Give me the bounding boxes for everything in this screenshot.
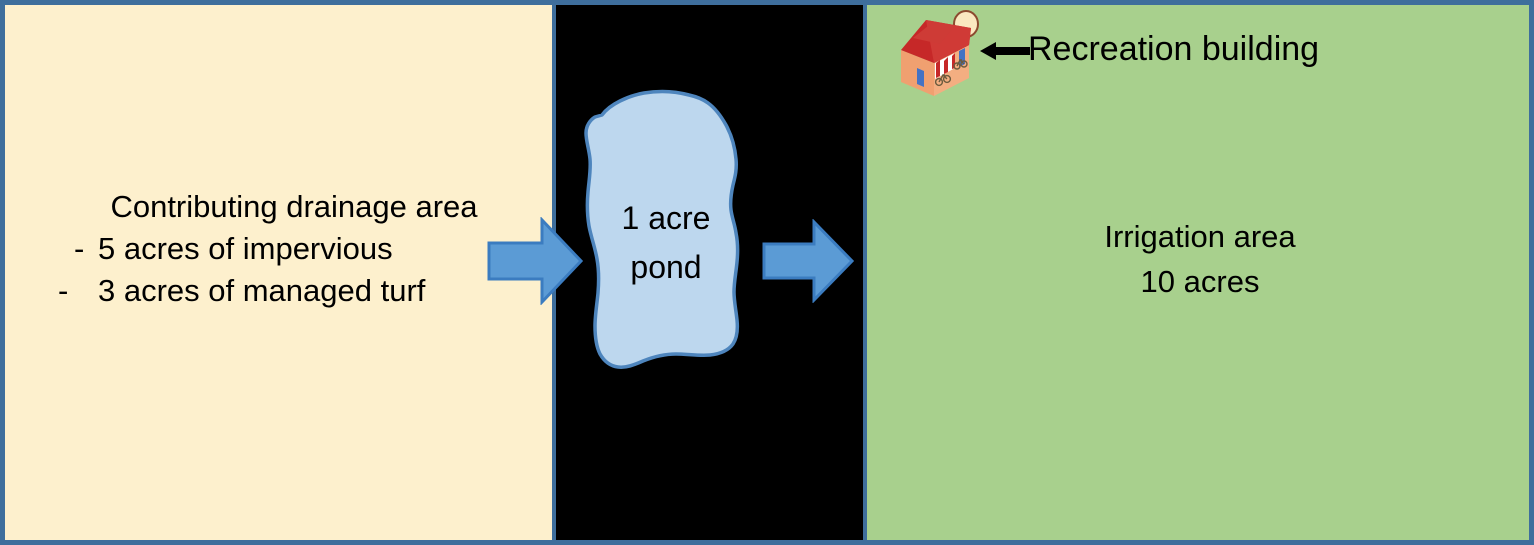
bullet-text-2: 3 acres of managed turf xyxy=(98,273,426,308)
pond-shape-icon xyxy=(584,89,740,369)
recreation-building-label: Recreation building xyxy=(1028,30,1320,68)
drainage-area-title: Contributing drainage area xyxy=(110,189,478,224)
callout-arrow-to-building xyxy=(980,36,1030,71)
street-detail xyxy=(934,58,968,87)
bullet-text-1: 5 acres of impervious xyxy=(98,231,393,266)
pond-label-line-2: pond xyxy=(630,249,702,285)
irrigation-line-2: 10 acres xyxy=(1140,264,1260,299)
left-arrow-icon xyxy=(980,42,1030,60)
bullet-dash-1: - xyxy=(74,231,85,266)
right-arrow-icon xyxy=(487,216,584,306)
flow-arrow-drainage-to-pond xyxy=(487,216,584,310)
irrigation-line-1: Irrigation area xyxy=(1104,219,1296,254)
building-illustration xyxy=(901,10,979,96)
awning xyxy=(935,53,955,79)
roof-highlight xyxy=(913,22,955,44)
drainage-bullet-2: -3 acres of managed turf xyxy=(52,270,522,312)
bullet-dash-2: - xyxy=(58,273,69,308)
pond-shape xyxy=(558,82,778,387)
pond-label: 1 acre pond xyxy=(586,194,746,292)
irrigation-area-panel xyxy=(863,5,1529,540)
flow-arrow-pond-to-irrigation xyxy=(762,218,855,308)
recreation-building-icon xyxy=(893,6,993,103)
window-left xyxy=(917,68,924,87)
right-arrow-icon xyxy=(762,218,855,304)
drainage-area-text-block: Contributing drainage area -5 acres of i… xyxy=(52,186,522,312)
irrigation-area-text-block: Irrigation area 10 acres xyxy=(1025,214,1375,304)
drainage-area-panel xyxy=(5,5,556,540)
pond-label-line-1: 1 acre xyxy=(621,200,711,236)
window-right xyxy=(959,48,965,67)
drainage-bullet-1: -5 acres of impervious xyxy=(52,228,522,270)
